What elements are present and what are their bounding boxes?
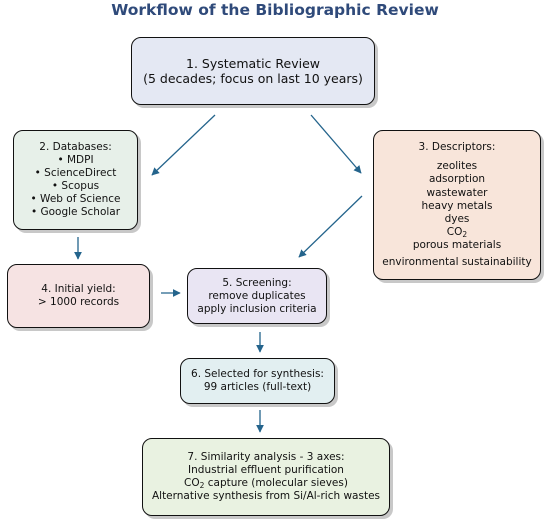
co2-subscript: 2 [462,230,468,240]
review-scope: (5 decades; focus on last 10 years) [143,71,363,86]
descriptor-item: zeolites [436,160,478,173]
descriptor-item-co2: CO2 [447,226,467,239]
descriptors-box: 3. Descriptors: zeolites adsorption wast… [373,130,541,280]
co2-capture-text: capture (molecular sieves) [204,477,348,489]
descriptors-heading: 3. Descriptors: [418,141,496,154]
initial-yield-count: > 1000 records [37,296,120,308]
initial-yield-box: 4. Initial yield: > 1000 records [7,264,150,328]
selected-heading: 6. Selected for synthesis: [191,368,324,380]
co2-subscript: 2 [199,481,205,490]
initial-yield-heading: 4. Initial yield: [41,283,116,295]
similarity-axis: Industrial effluent purification [188,464,344,476]
review-title: 1. Systematic Review [186,56,320,71]
database-item: • Web of Science [30,193,121,205]
selected-count: 99 articles (full-text) [203,381,312,393]
selected-box: 6. Selected for synthesis: 99 articles (… [180,358,335,404]
database-item: • MDPI [57,154,94,166]
descriptor-item: adsorption [428,173,486,186]
screening-step: apply inclusion criteria [197,302,317,315]
co2-prefix: CO [446,226,463,239]
arrow-review-to-descriptors [310,114,362,174]
descriptor-item: environmental sustainability [382,255,532,268]
descriptor-item: wastewater [426,186,488,199]
databases-heading: 2. Databases: [39,141,112,153]
database-item: • Scopus [51,180,100,192]
similarity-axis: Alternative synthesis from Si/Al-rich wa… [151,490,381,502]
diagram-title: Workflow of the Bibliographic Review [111,1,439,19]
similarity-axis-co2: CO2 capture (molecular sieves) [184,477,348,490]
screening-heading: 5. Screening: [222,276,292,289]
database-item: • Google Scholar [30,206,121,218]
systematic-review-box: 1. Systematic Review (5 decades; focus o… [131,37,375,105]
screening-step: remove duplicates [208,289,306,302]
databases-box: 2. Databases: • MDPI • ScienceDirect • S… [13,130,138,230]
descriptor-item: dyes [444,213,470,225]
arrow-review-to-databases [151,114,216,176]
similarity-heading: 7. Similarity analysis - 3 axes: [187,451,345,463]
descriptor-item: porous materials [412,239,502,252]
descriptor-item: heavy metals [421,199,493,212]
arrow-descriptors-to-screening [298,195,363,258]
co2-prefix: CO [184,477,200,489]
similarity-analysis-box: 7. Similarity analysis - 3 axes: Industr… [142,438,390,516]
screening-box: 5. Screening: remove duplicates apply in… [187,268,327,324]
database-item: • ScienceDirect [34,167,117,179]
